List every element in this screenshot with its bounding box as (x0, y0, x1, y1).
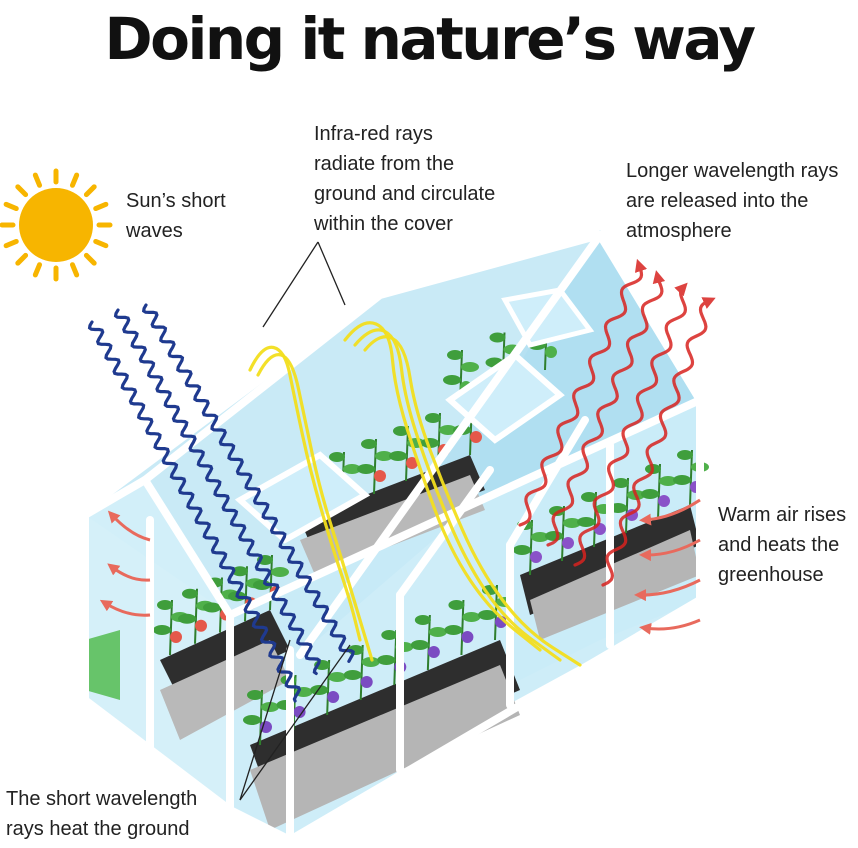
sun-ray (15, 252, 29, 266)
sun-ray (32, 172, 43, 188)
sun-ray (93, 201, 109, 212)
warm-air-arrows (99, 498, 701, 635)
sun-ray (93, 238, 109, 249)
infrared-ray (363, 335, 582, 667)
warm-air-arrow (639, 618, 701, 635)
infrared-ray (256, 353, 374, 662)
sun-ray (69, 262, 80, 278)
longer-wavelength-label: Longer wavelength rays are released into… (626, 160, 839, 242)
warm-air-arrow (99, 599, 151, 617)
sun-ray (69, 172, 80, 188)
short-wave (87, 320, 302, 703)
long-wave (518, 258, 648, 527)
long-wave (573, 282, 688, 567)
sun-ray (83, 184, 97, 198)
sun-ray (32, 262, 43, 278)
sun-icon (0, 168, 113, 282)
warm-air-arrow (639, 498, 701, 526)
callout-lines (239, 241, 351, 801)
infrared-ray (353, 328, 562, 662)
warm-air-arrow (634, 578, 701, 602)
sun-ray (3, 201, 19, 212)
short-wave (141, 303, 355, 663)
infrared-label: Infra-red rays radiate from the ground a… (314, 123, 496, 235)
warm-air-arrow (107, 510, 151, 542)
warm-air-arrow (639, 538, 701, 562)
short-wave (113, 308, 321, 676)
infrared-ray (343, 321, 542, 652)
page-title: Doing it nature’s way (104, 5, 756, 73)
sun-waves-label: Sun’s short waves (126, 190, 226, 242)
long-wavelength-rays (518, 258, 716, 587)
long-wave (546, 270, 666, 547)
sun-ray (15, 184, 29, 198)
warm-air-label: Warm air rises and heats the greenhouse (718, 504, 847, 586)
sun-ray (3, 238, 19, 249)
infrared-rays (248, 321, 582, 667)
infrared-ray (248, 345, 362, 642)
short-wave-rays (87, 303, 355, 703)
greenhouse (81, 230, 709, 844)
long-wave (601, 297, 716, 587)
short-wavelength-label: The short wavelength rays heat the groun… (6, 788, 198, 840)
sun-ray (83, 252, 97, 266)
warm-air-arrow (107, 563, 151, 582)
